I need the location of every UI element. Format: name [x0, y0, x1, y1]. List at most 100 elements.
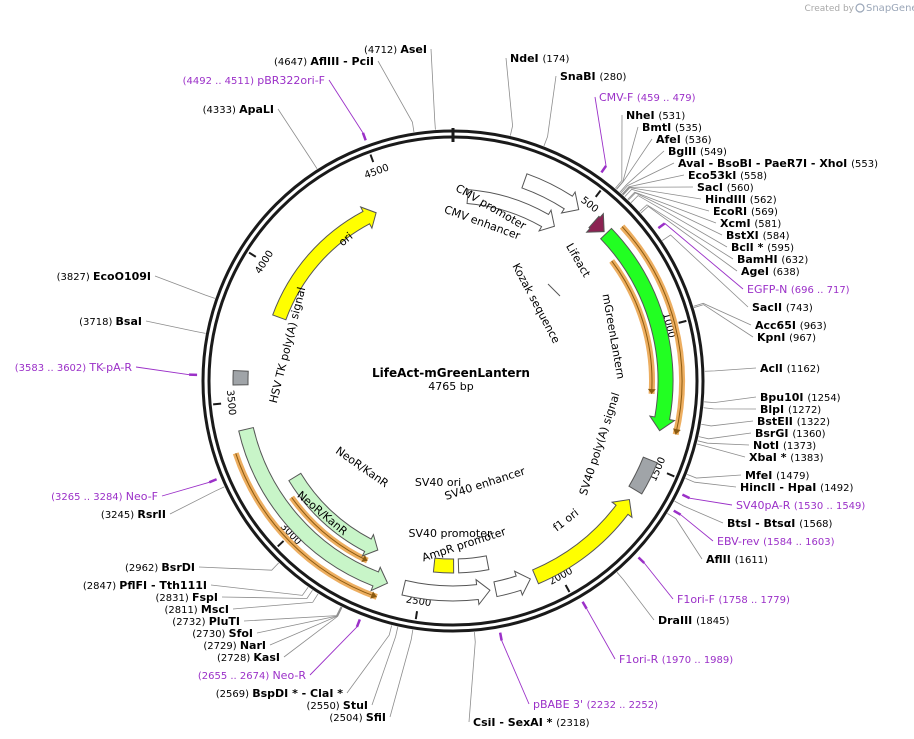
enzyme-site-label[interactable]: BmtI (535) [642, 121, 702, 134]
primer-site-label[interactable]: EBV-rev (1584 .. 1603) [717, 535, 835, 548]
enzyme-site-label[interactable]: XbaI * (1383) [749, 451, 824, 464]
primer-leader-line [680, 514, 714, 542]
enzyme-leader-line [697, 440, 750, 446]
enzyme-site-label[interactable]: BstEII (1322) [757, 415, 830, 428]
enzyme-leader-line [543, 75, 557, 147]
restriction-sites: NdeI (174) SnaBI (280) NheI (531)BmtI (535… [57, 43, 879, 729]
enzyme-site-label[interactable]: (3718) BsaI [79, 315, 142, 328]
enzyme-site-label[interactable]: AclI (1162) [760, 362, 820, 375]
enzyme-site-label[interactable]: (2847) PflFI - Tth111I [83, 579, 207, 592]
enzyme-site-label[interactable]: Bpu10I (1254) [760, 391, 841, 404]
enzyme-leader-line [701, 420, 754, 427]
enzyme-site-label[interactable]: MfeI (1479) [745, 469, 809, 482]
enzyme-site-label[interactable]: (4647) AflIII - PciI [274, 55, 374, 68]
enzyme-site-label[interactable]: (2730) SfoI [192, 627, 253, 640]
enzyme-leader-line [505, 57, 513, 136]
primer-site-label[interactable]: EGFP-N (696 .. 717) [747, 283, 850, 296]
enzyme-leader-line [145, 320, 206, 334]
enzyme-site-label[interactable]: BstXI (584) [726, 229, 790, 242]
enzyme-leader-line [154, 275, 216, 299]
enzyme-site-label[interactable]: KpnI (967) [757, 331, 816, 344]
plasmid-size: 4765 bp [428, 380, 473, 393]
enzyme-site-label[interactable]: BglII (549) [668, 145, 727, 158]
primer-mark [600, 165, 608, 174]
enzyme-site-label[interactable]: (2831) FspI [156, 591, 218, 604]
primer-site-label[interactable]: (3583 .. 3602) TK-pA-R [15, 361, 133, 374]
sv40-polya-label: SV40 poly(A) signal [577, 391, 623, 497]
enzyme-site-label[interactable]: (4712) AseI [364, 43, 427, 56]
primer-site-label[interactable]: (4492 .. 4511) pBR322ori-F [183, 74, 325, 87]
primer-site-label[interactable]: (2655 .. 2674) Neo-R [198, 669, 307, 682]
primer-site-label[interactable]: pBABE 3' (2232 .. 2252) [533, 698, 658, 711]
enzyme-site-label[interactable]: (2962) BsrDI [125, 561, 195, 574]
primer-site-label[interactable]: F1ori-F (1758 .. 1779) [677, 593, 790, 606]
enzyme-site-label[interactable]: CsiI - SexAI * (2318) [473, 716, 590, 729]
enzyme-site-label[interactable]: NdeI (174) [510, 52, 569, 65]
ampr-promoter-feature [493, 570, 532, 598]
enzyme-leader-line [693, 304, 754, 338]
enzyme-site-label[interactable]: BtsI - BtsαI (1568) [727, 517, 833, 530]
primer-site-label[interactable]: F1ori-R (1970 .. 1989) [619, 653, 733, 666]
enzyme-site-label[interactable]: HincII - HpaI (1492) [740, 481, 854, 494]
enzyme-site-label[interactable]: SacI (560) [697, 181, 754, 194]
enzyme-site-label[interactable]: (2550) StuI [306, 699, 368, 712]
tick-label: 500 [578, 195, 600, 215]
enzyme-site-label[interactable]: XcmI (581) [720, 217, 781, 230]
enzyme-site-label[interactable]: AfeI (536) [656, 133, 712, 146]
enzyme-site-label[interactable]: (3827) EcoO109I [57, 270, 151, 283]
enzyme-site-label[interactable]: SnaBI (280) [560, 70, 626, 83]
enzyme-site-label[interactable]: (2569) BspDI * - ClaI * [216, 687, 343, 700]
enzyme-site-label[interactable]: AflII (1611) [706, 553, 768, 566]
enzyme-site-label[interactable]: BamHI (632) [737, 253, 808, 266]
primer-site-label[interactable]: CMV-F (459 .. 479) [599, 91, 696, 104]
primer-site-label[interactable]: (3265 .. 3284) Neo-F [51, 490, 158, 503]
enzyme-site-label[interactable]: AvaI - BsoBI - PaeR7I - XhoI (553) [678, 157, 878, 170]
primer-mark [681, 493, 691, 500]
primer-mark [637, 556, 646, 564]
enzyme-site-label[interactable]: (2732) PluTI [172, 615, 240, 628]
enzyme-site-label[interactable]: (2728) KasI [217, 651, 280, 664]
primer-mark [498, 632, 503, 641]
enzyme-leader-line [371, 626, 399, 706]
enzyme-site-label[interactable]: (2811) MscI [164, 603, 229, 616]
snapgene-brand-label: SnapGene [866, 3, 914, 14]
cmv-enhancer-feature [466, 189, 555, 232]
enzyme-site-label[interactable]: Acc65I (963) [755, 319, 827, 332]
primer-leader-line [643, 562, 674, 600]
created-by-label: Created by [804, 4, 854, 14]
enzyme-site-label[interactable]: (4333) ApaLI [203, 103, 274, 116]
enzyme-site-label[interactable]: BlpI (1272) [760, 403, 821, 416]
backbone [201, 128, 705, 633]
enzyme-site-label[interactable]: EcoRI (569) [713, 205, 778, 218]
ori-feature [272, 206, 377, 321]
feature-arrows [232, 173, 676, 606]
enzyme-site-label[interactable]: HindIII (562) [705, 193, 777, 206]
translation-arrowhead [361, 554, 368, 563]
primer-leader-line [594, 96, 607, 166]
enzyme-site-label[interactable]: NheI (531) [626, 109, 685, 122]
translation-arrowhead [672, 428, 681, 435]
enzyme-leader-line [621, 174, 685, 195]
enzyme-site-label[interactable]: SacII (743) [752, 301, 813, 314]
enzyme-leader-line [628, 192, 723, 236]
tick-mark [414, 611, 419, 620]
enzyme-site-label[interactable]: NotI (1373) [753, 439, 816, 452]
tick-mark [678, 319, 687, 324]
enzyme-site-label[interactable]: BclI * (595) [731, 241, 794, 254]
enzyme-site-label[interactable]: BsrGI (1360) [755, 427, 826, 440]
enzyme-leader-line [627, 191, 717, 224]
enzyme-site-label[interactable]: (3245) RsrII [101, 508, 166, 521]
enzyme-leader-line [243, 606, 342, 622]
enzyme-leader-line [639, 204, 734, 260]
primer-site-label[interactable]: SV40pA-R (1530 .. 1549) [736, 499, 865, 512]
enzyme-site-label[interactable]: (2504) SfiI [329, 711, 386, 724]
brand-watermark: Created by SnapGene [804, 3, 914, 14]
enzyme-leader-line [468, 632, 476, 723]
enzyme-site-label[interactable]: DraIII (1845) [658, 614, 729, 627]
enzyme-site-label[interactable]: AgeI (638) [741, 265, 800, 278]
enzyme-site-label[interactable]: (2729) NarI [203, 639, 266, 652]
enzyme-site-label[interactable]: Eco53kI (558) [688, 169, 767, 182]
enzyme-leader-line [269, 606, 343, 646]
orange-arcs [232, 224, 685, 600]
enzyme-leader-line [232, 593, 319, 610]
